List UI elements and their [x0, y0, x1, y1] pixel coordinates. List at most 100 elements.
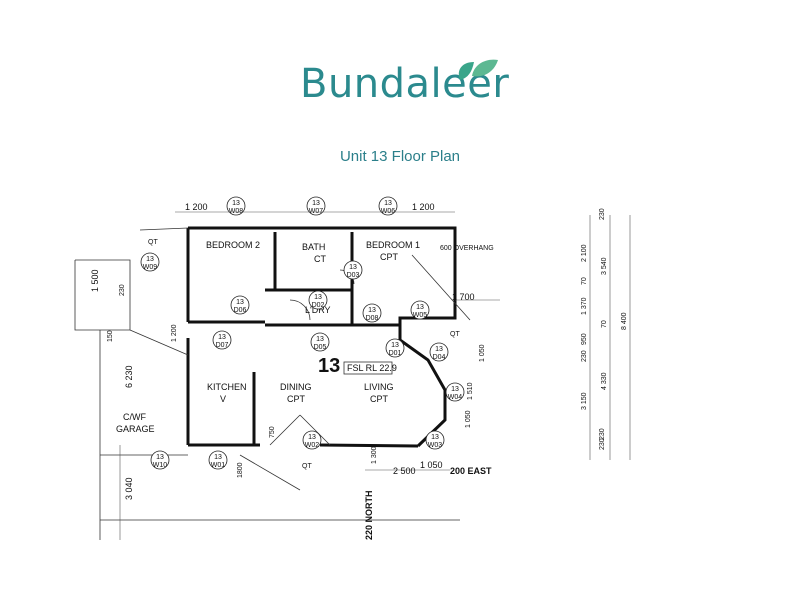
side-dim-label: 230 [599, 208, 606, 220]
opening-tag-label: D06 [234, 307, 247, 314]
leaf-icon [458, 59, 498, 80]
side-dim-label: 230 [581, 350, 588, 362]
dim-1050-right2: 1 050 [465, 410, 472, 428]
dim-right-1700: 1 700 [452, 292, 475, 302]
opening-tag-label: W09 [143, 264, 158, 271]
room-dining-finish: CPT [287, 394, 306, 404]
svg-text:13: 13 [236, 299, 244, 306]
room-bedroom1-finish: CPT [380, 252, 399, 262]
side-dim-label: 950 [581, 333, 588, 345]
opening-tag-label: W04 [448, 394, 463, 401]
dim-1800: 1800 [237, 462, 244, 478]
svg-text:13: 13 [349, 264, 357, 271]
dim-overhang: 600 OVERHANG [440, 245, 494, 252]
dim-1050-right: 1 050 [479, 344, 486, 362]
opening-tag-label: D02 [312, 302, 325, 309]
opening-tag-label: D07 [216, 342, 229, 349]
side-dimension-strip [589, 215, 631, 460]
opening-tag-label: W05 [413, 312, 428, 319]
svg-text:13: 13 [232, 200, 240, 207]
room-kitchen-name: KITCHEN [207, 382, 247, 392]
qt-note-1: QT [148, 239, 158, 246]
east-marker: 200 EAST [450, 466, 492, 476]
dim-left-1200: 1 200 [171, 324, 178, 342]
dim-750: 750 [269, 426, 276, 438]
svg-text:13: 13 [218, 334, 226, 341]
svg-text:13: 13 [368, 307, 376, 314]
side-dim-label: 3 540 [601, 257, 608, 275]
side-dim-label: 230 [599, 438, 606, 450]
dim-1300: 1 300 [371, 446, 378, 464]
room-bedroom2-name: BEDROOM 2 [206, 240, 260, 250]
plan-title: Unit 13 Floor Plan [339, 148, 461, 165]
unit-number: 13 [318, 355, 340, 377]
svg-text:13: 13 [435, 346, 443, 353]
dim-2500: 2 500 [393, 466, 416, 476]
room-bedroom1-name: BEDROOM 1 [366, 240, 420, 250]
opening-tag-label: W01 [211, 462, 226, 469]
north-marker: 220 NORTH [364, 490, 374, 540]
fsl-level: FSL RL 22.9 [347, 363, 397, 373]
svg-text:13: 13 [431, 434, 439, 441]
side-dim-label: 3 150 [581, 392, 588, 410]
svg-text:13: 13 [384, 200, 392, 207]
qt-note-3: QT [302, 463, 312, 470]
dim-top-left: 1 200 [185, 202, 208, 212]
svg-text:13: 13 [312, 200, 320, 207]
dim-left-230: 230 [119, 284, 126, 296]
qt-note-2: QT [450, 331, 460, 338]
opening-tag-label: D01 [389, 350, 402, 357]
room-dining-name: DINING [280, 382, 312, 392]
dim-1050-bottom: 1 050 [420, 460, 443, 470]
opening-tag-label: W03 [428, 442, 443, 449]
svg-text:13: 13 [391, 342, 399, 349]
garage-outline [74, 227, 471, 540]
room-garage-finish: C/WF [123, 412, 146, 422]
opening-tag-label: W02 [305, 442, 320, 449]
svg-text:13: 13 [146, 256, 154, 263]
opening-tag-label: D08 [366, 315, 379, 322]
opening-tags: 13W0913W0713W0613W0813D0613D0713D0313D01… [140, 196, 465, 470]
dim-1510: 1 510 [467, 382, 474, 400]
opening-tag-label: D05 [314, 344, 327, 351]
dim-top-right: 1 200 [412, 202, 435, 212]
svg-text:13: 13 [214, 454, 222, 461]
opening-tag-label: W08 [229, 208, 244, 215]
svg-text:13: 13 [416, 304, 424, 311]
opening-tag-label: W06 [381, 208, 396, 215]
side-dim-label: 8 400 [621, 312, 628, 330]
room-ldry-name: L'DRY [305, 305, 331, 315]
dim-left-3040: 3 040 [124, 477, 134, 500]
opening-tag-label: W10 [153, 462, 168, 469]
side-dim-label: 70 [601, 320, 608, 328]
dim-left-150: 150 [107, 330, 114, 342]
side-dim-label: 4 330 [601, 372, 608, 390]
brand-name: Bundaleer [300, 61, 510, 107]
opening-tag-label: D03 [347, 272, 360, 279]
room-bath-finish: CT [314, 254, 326, 264]
side-dim-label: 230 [599, 428, 606, 440]
opening-tag-label: W07 [309, 208, 324, 215]
svg-text:13: 13 [451, 386, 459, 393]
opening-tag-label: D04 [433, 354, 446, 361]
dimensions [119, 211, 500, 540]
dim-left-6230: 6 230 [124, 365, 134, 388]
